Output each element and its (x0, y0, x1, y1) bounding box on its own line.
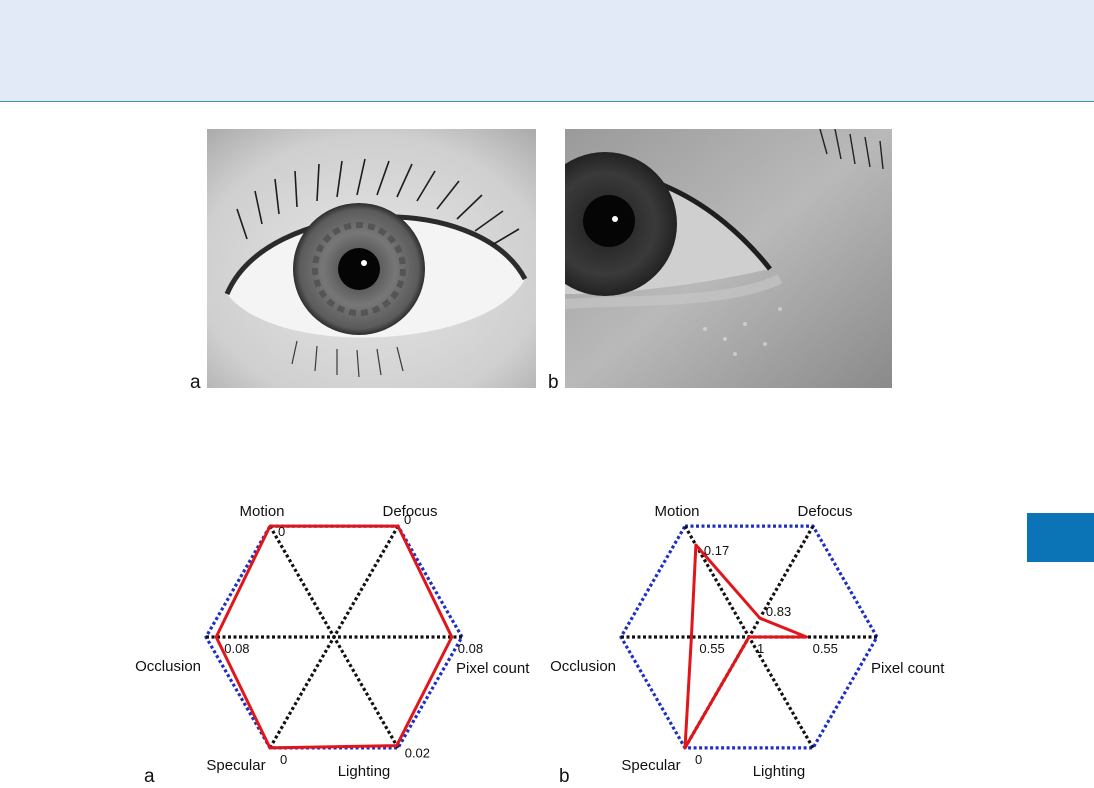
chapter-thumb-tab (1027, 513, 1094, 562)
value-label-defocus: 0.83 (766, 604, 791, 619)
axis-label-specular: Specular (621, 757, 680, 774)
value-label-lighting: 0.02 (405, 746, 430, 761)
value-label-lighting: 1 (757, 641, 764, 656)
value-label-specular: 0 (695, 752, 702, 767)
value-label-specular: 0 (280, 752, 287, 767)
value-label-occlusion: 0.55 (699, 641, 724, 656)
axis-label-lighting: Lighting (753, 763, 806, 780)
value-label-occlusion: 0.08 (224, 641, 249, 656)
value-label-pixel-count: 0.55 (813, 641, 838, 656)
axis-label-pixel-count: Pixel count (456, 660, 530, 677)
value-label-pixel-count: 0.08 (458, 641, 483, 656)
chart-panel-label: b (559, 766, 570, 787)
axis-label-lighting: Lighting (338, 763, 391, 780)
eye-photo-a (207, 129, 536, 388)
axis-label-occlusion: Occlusion (550, 658, 616, 675)
axis-label-specular: Specular (206, 757, 265, 774)
value-label-motion: 0.17 (704, 543, 729, 558)
eye-photo-b (565, 129, 892, 388)
value-label-motion: 0 (278, 524, 285, 539)
photo-b-label: b (548, 373, 559, 392)
axis-label-defocus: Defocus (797, 503, 852, 520)
chart-panel-label: a (144, 766, 155, 787)
page-header-band (0, 0, 1094, 102)
axis-label-motion: Motion (239, 503, 284, 520)
axis-label-pixel-count: Pixel count (871, 660, 945, 677)
value-label-defocus: 0 (404, 512, 411, 527)
axis-label-occlusion: Occlusion (135, 658, 201, 675)
photo-a-label: a (190, 373, 201, 392)
axis-label-motion: Motion (654, 503, 699, 520)
